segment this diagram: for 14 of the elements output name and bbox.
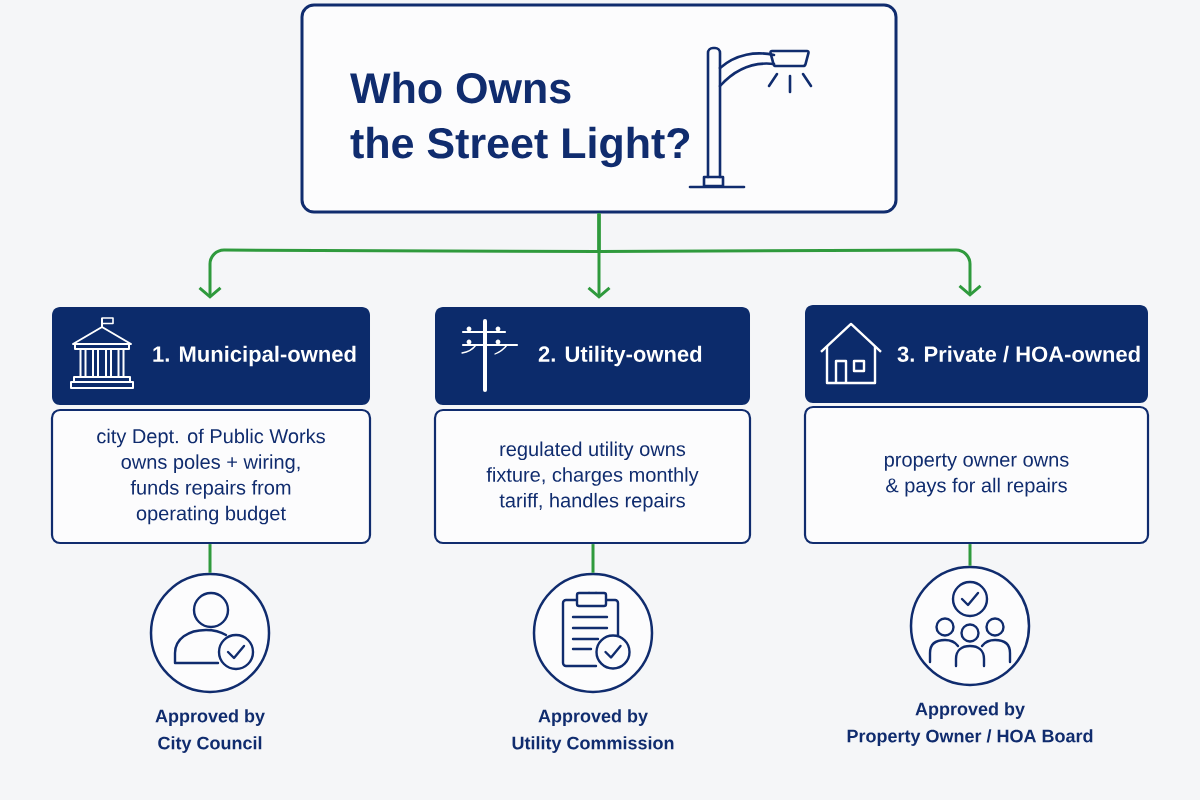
node-label: Approved by Utility Commission [512,709,674,753]
text-box: property owner owns & pays for all repairs [803,405,1150,545]
arrow [597,212,982,297]
connector-line [208,544,212,573]
text-box: regulated utility owns fixture, charges monthly tariff, handles repairs [433,408,752,545]
header-box: 2. Utility-owned [435,307,750,405]
title-box: Who Owns the Street Light? [300,3,898,214]
header-box: 1. Municipal-owned [52,307,370,405]
node-label: Approved by City Council [155,709,265,753]
header-box: 3. Private / HOA-owned [805,305,1148,403]
node-label: Approved by Property Owner / HOA Board [847,702,1093,746]
connector-line [968,544,972,566]
text-box: city Dept. of Public Works owns poles + wiring, funds repairs from operating budget [50,408,372,545]
connector-line [591,544,595,573]
